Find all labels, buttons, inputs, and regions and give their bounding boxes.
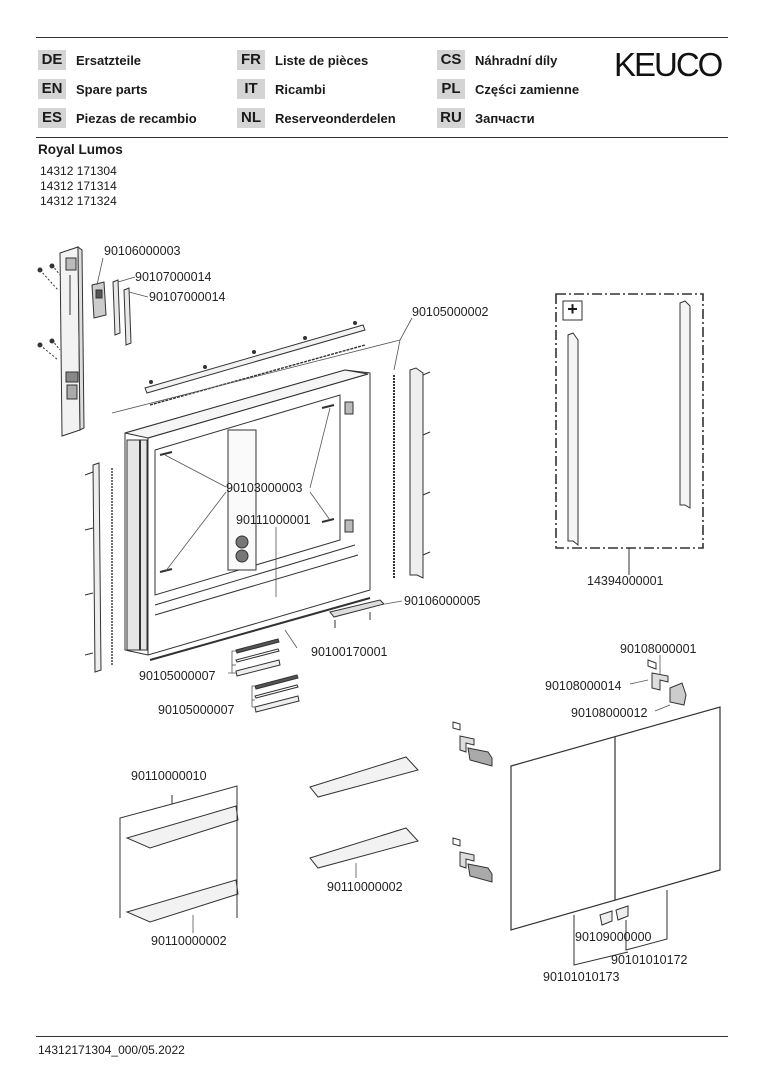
mirror-doors [510, 706, 721, 966]
part-number-optional-kit: 14394000001 [587, 574, 664, 588]
lang-ru: RU Запчасти [437, 108, 535, 128]
lang-label: Reserveonderdelen [275, 110, 396, 126]
part-number-bottom-profile: 90100170001 [311, 645, 388, 659]
lang-es: ES Piezas de recambio [38, 108, 197, 128]
lang-code: CS [437, 50, 465, 70]
lang-label: Ricambi [275, 81, 326, 97]
lang-code: FR [237, 50, 265, 70]
part-number-led-bottom-b: 90105000007 [158, 703, 235, 717]
lang-cs: CS Náhradní díly [437, 50, 557, 70]
lang-pl: PL Części zamienne [437, 79, 579, 99]
lang-label: Spare parts [76, 81, 148, 97]
part-number-cover-b: 90107000014 [149, 290, 226, 304]
top-rule [36, 37, 728, 38]
lang-en: EN Spare parts [38, 79, 148, 99]
bottom-led-profiles [235, 638, 300, 713]
light-column-part [37, 245, 85, 437]
light-module-part [91, 281, 107, 319]
part-number-door-right: 90101010172 [611, 953, 688, 967]
product-name: Royal Lumos [38, 142, 123, 157]
lang-label: Części zamienne [475, 81, 580, 97]
plus-box [562, 300, 583, 321]
part-number-led-strip-top: 90105000002 [412, 305, 489, 319]
lang-label: Ersatzteile [76, 52, 142, 68]
lang-nl: NL Reserveonderdelen [237, 108, 396, 128]
right-side-profiles [393, 367, 431, 579]
hinge-parts [452, 659, 687, 883]
title-rule [36, 137, 728, 138]
lang-label: Piezas de recambio [76, 110, 197, 126]
part-number-hinge: 90108000012 [571, 706, 648, 720]
lang-code: PL [437, 79, 465, 99]
document-id: 14312171304_000/05.2022 [38, 1043, 185, 1057]
part-number-sensor-bar: 90106000005 [404, 594, 481, 608]
left-side-profiles [84, 462, 113, 673]
lang-label: Náhradní díly [475, 52, 558, 68]
lang-code: IT [237, 79, 265, 99]
article-number: 14312 171314 [40, 179, 117, 193]
lang-code: ES [38, 108, 66, 128]
shelves [119, 756, 419, 923]
part-number-divider: 90111000001 [236, 513, 311, 527]
part-number-door-left: 90101010173 [543, 970, 620, 984]
article-number: 14312 171324 [40, 194, 117, 208]
part-number-hinge-plates: 90103000003 [226, 481, 303, 495]
part-number-hinge-pad: 90108000014 [545, 679, 622, 693]
sensor-bar-part [329, 599, 385, 628]
part-number-shelf-set: 90110000010 [131, 769, 207, 783]
part-number-hinge-cap: 90108000001 [620, 642, 697, 656]
part-number-door-handle: 90109000000 [575, 930, 652, 944]
part-number-shelf-mid: 90110000002 [327, 880, 403, 894]
lang-label: Запчасти [475, 110, 535, 126]
leader-lines [96, 257, 671, 933]
part-number-cover-a: 90107000014 [135, 270, 212, 284]
lang-label: Liste de pièces [275, 52, 369, 68]
lang-it: IT Ricambi [237, 79, 326, 99]
lang-code: EN [38, 79, 66, 99]
cover-parts [112, 279, 132, 346]
optional-kit-plus-icon: + [567, 299, 578, 319]
footer-rule [36, 1036, 728, 1037]
lang-de: DE Ersatzteile [38, 50, 141, 70]
optional-kit-box [555, 293, 704, 575]
lang-code: DE [38, 50, 66, 70]
article-number: 14312 171304 [40, 164, 117, 178]
part-number-light-module: 90106000003 [104, 244, 181, 258]
part-number-led-bottom-a: 90105000007 [139, 669, 216, 683]
keuco-logo: KEUCO [614, 46, 723, 83]
part-number-shelf-left: 90110000002 [151, 934, 227, 948]
lang-fr: FR Liste de pièces [237, 50, 368, 70]
cabinet-body-part [124, 369, 371, 661]
top-strip-part [144, 321, 366, 406]
lang-code: NL [237, 108, 265, 128]
lang-code: RU [437, 108, 465, 128]
